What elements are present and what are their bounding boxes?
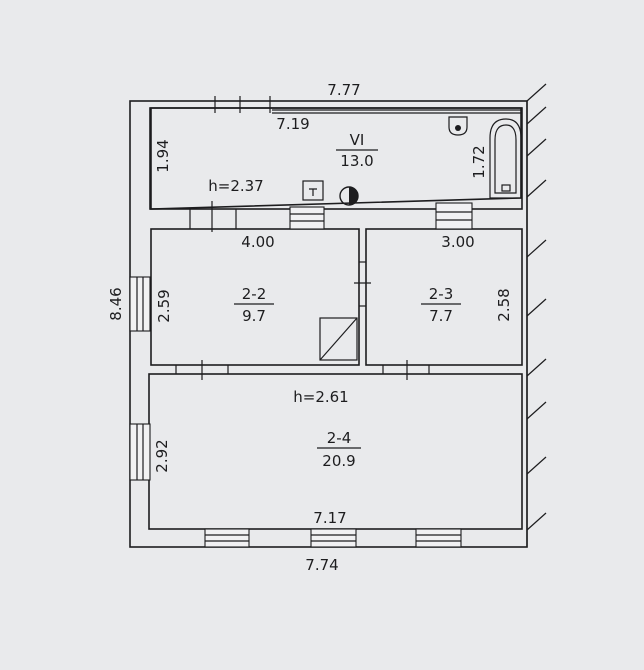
room-2-4-height: h=2.61: [293, 388, 348, 406]
bottom-windows: [204, 528, 462, 548]
window-left-2: [129, 423, 151, 481]
room-vi-area: 13.0: [340, 152, 373, 170]
door-marks: [175, 201, 430, 380]
stair-symbol: [319, 317, 358, 361]
gas-meter-icon: [339, 186, 359, 206]
room-2-2-depth: 2.59: [155, 289, 173, 322]
room-vi-height: h=2.37: [208, 177, 263, 195]
sink-icon: [448, 116, 468, 136]
room-2-3-width: 3.00: [441, 233, 474, 251]
room-2-4-area: 20.9: [322, 452, 355, 470]
room-2-3-area: 7.7: [429, 307, 453, 325]
wall-hatching: [526, 83, 547, 547]
room-vi-width: 7.19: [276, 115, 309, 133]
window-inner-2: [435, 202, 473, 230]
top-windows: [214, 96, 271, 113]
window-inner-1: [289, 206, 325, 230]
bathtub-length: 1.72: [470, 145, 488, 178]
room-2-2-outline: [150, 228, 360, 366]
outer-walls: [129, 100, 528, 548]
bathtub-icon: [489, 118, 522, 199]
window-left-1: [129, 276, 151, 332]
overall-bottom-width: 7.74: [305, 556, 338, 574]
room-vi-number: VI: [350, 131, 365, 149]
room-2-3-depth: 2.58: [495, 288, 513, 321]
room-2-2-width: 4.00: [241, 233, 274, 251]
room-2-2-area: 9.7: [242, 307, 266, 325]
room-2-4-width: 7.17: [313, 509, 346, 527]
overall-top-width: 7.77: [327, 81, 360, 99]
room-2-2-number: 2-2: [242, 285, 267, 303]
room-vi-depth: 1.94: [154, 139, 172, 172]
room-2-4-depth: 2.92: [153, 439, 171, 472]
room-2-3-number: 2-3: [429, 285, 454, 303]
room-vi-outline: [150, 107, 522, 210]
stove-icon: [302, 180, 324, 201]
room-2-4-number: 2-4: [327, 429, 352, 447]
overall-left-height: 8.46: [107, 287, 125, 320]
